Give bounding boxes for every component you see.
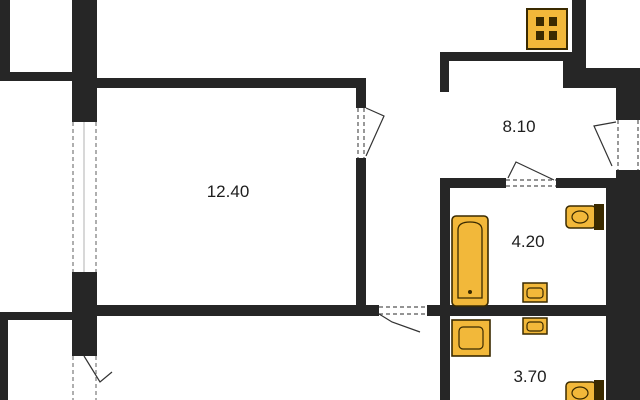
door-corridor (378, 306, 427, 333)
wall-segment (356, 78, 366, 108)
wall-segment (440, 178, 450, 400)
wall-segment (440, 178, 506, 188)
room-area-label: 3.70 (513, 367, 547, 386)
door-kitchen (593, 120, 639, 170)
toilet-icon (565, 204, 604, 230)
wall-segment (572, 0, 586, 88)
stove-icon (526, 8, 568, 50)
sink-icon (451, 319, 491, 357)
wall-segment (586, 68, 624, 88)
windows (72, 122, 97, 400)
sink-icon (522, 282, 548, 303)
doors (83, 107, 639, 383)
wall-segment (556, 178, 616, 188)
wall-segment (72, 272, 97, 320)
door-bathroom (506, 161, 556, 187)
toilet-icon (565, 380, 604, 400)
wall-segment (0, 312, 75, 320)
room-area-label: 8.10 (502, 117, 536, 136)
room-area-label: 12.40 (206, 182, 250, 201)
wall-segment (606, 178, 616, 400)
wall-segment (0, 312, 8, 400)
wall-segment (563, 52, 572, 88)
wall-segment (0, 0, 10, 80)
wall-segment (97, 305, 379, 316)
wall-segment (72, 0, 97, 122)
wall-segment (440, 52, 572, 61)
wall-segment (440, 52, 449, 92)
wall-segment (72, 320, 97, 356)
wall-segment (356, 158, 366, 308)
washbasin-icon (522, 317, 548, 335)
wall-segment (0, 72, 75, 81)
wall-segment (97, 78, 365, 88)
room-area-label: 4.20 (511, 232, 545, 251)
wall-segment (616, 68, 640, 120)
door-bedroom (357, 107, 385, 158)
door-bottom-left (83, 355, 113, 383)
bathtub-icon (451, 215, 489, 307)
wall-segment (616, 170, 640, 400)
wall-segment (427, 305, 640, 316)
